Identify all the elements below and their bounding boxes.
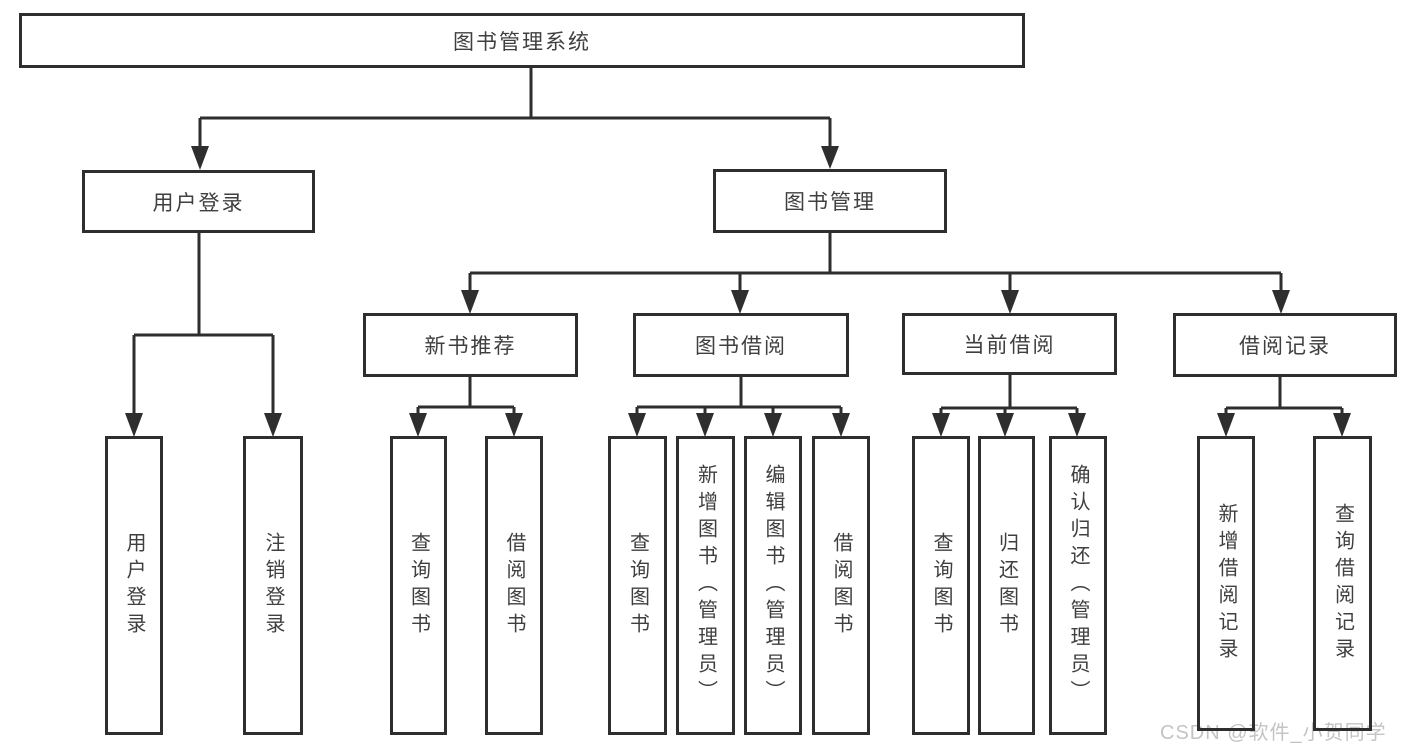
leaf-logout: 注销登录 [243, 436, 303, 735]
leaf-label: 编辑图书（管理员） [762, 464, 784, 707]
node-user-login: 用户登录 [82, 170, 315, 233]
leaf-borrow-books-recommend: 借阅图书 [485, 436, 543, 735]
node-label: 图书借阅 [695, 335, 787, 358]
leaf-label: 查询借阅记录 [1331, 502, 1354, 665]
leaf-label: 归还图书 [995, 531, 1018, 640]
node-new-book-recommend: 新书推荐 [363, 313, 578, 377]
leaf-label: 查询图书 [626, 531, 649, 640]
watermark: CSDN @软件_小贺同学 [1160, 722, 1387, 744]
node-book-borrow: 图书借阅 [633, 313, 849, 377]
leaf-add-borrow-record: 新增借阅记录 [1197, 436, 1255, 731]
leaf-query-books-borrow: 查询图书 [608, 436, 667, 735]
leaf-edit-books-admin: 编辑图书（管理员） [744, 436, 802, 735]
leaf-label: 用户登录 [123, 531, 145, 640]
leaf-label: 新增图书（管理员） [694, 464, 717, 707]
node-label: 图书管理 [784, 191, 876, 214]
leaf-add-books-admin: 新增图书（管理员） [676, 436, 735, 735]
node-current-borrow: 当前借阅 [902, 313, 1117, 375]
leaf-label: 注销登录 [262, 531, 284, 640]
leaf-query-books-current: 查询图书 [912, 436, 970, 735]
leaf-query-books-recommend: 查询图书 [390, 436, 447, 735]
node-label: 借阅记录 [1239, 335, 1331, 358]
leaf-return-books: 归还图书 [978, 436, 1035, 735]
leaf-confirm-return-admin: 确认归还（管理员） [1049, 436, 1107, 735]
node-label: 当前借阅 [963, 334, 1056, 357]
leaf-label: 借阅图书 [503, 531, 525, 640]
node-label: 新书推荐 [424, 335, 517, 358]
leaf-user-login: 用户登录 [105, 436, 163, 735]
leaf-query-borrow-record: 查询借阅记录 [1313, 436, 1372, 731]
leaf-label: 新增借阅记录 [1215, 502, 1237, 665]
leaf-borrow-books: 借阅图书 [812, 436, 870, 735]
node-label: 用户登录 [152, 191, 245, 215]
leaf-label: 借阅图书 [830, 531, 852, 640]
node-borrow-records: 借阅记录 [1173, 313, 1397, 377]
arrowheads [125, 146, 1351, 437]
node-label: 图书管理系统 [453, 30, 591, 54]
node-book-management: 图书管理 [713, 169, 947, 233]
leaf-label: 确认归还（管理员） [1067, 464, 1089, 707]
leaf-label: 查询图书 [407, 531, 430, 640]
node-library-management-system: 图书管理系统 [19, 13, 1025, 68]
leaf-label: 查询图书 [930, 531, 952, 640]
